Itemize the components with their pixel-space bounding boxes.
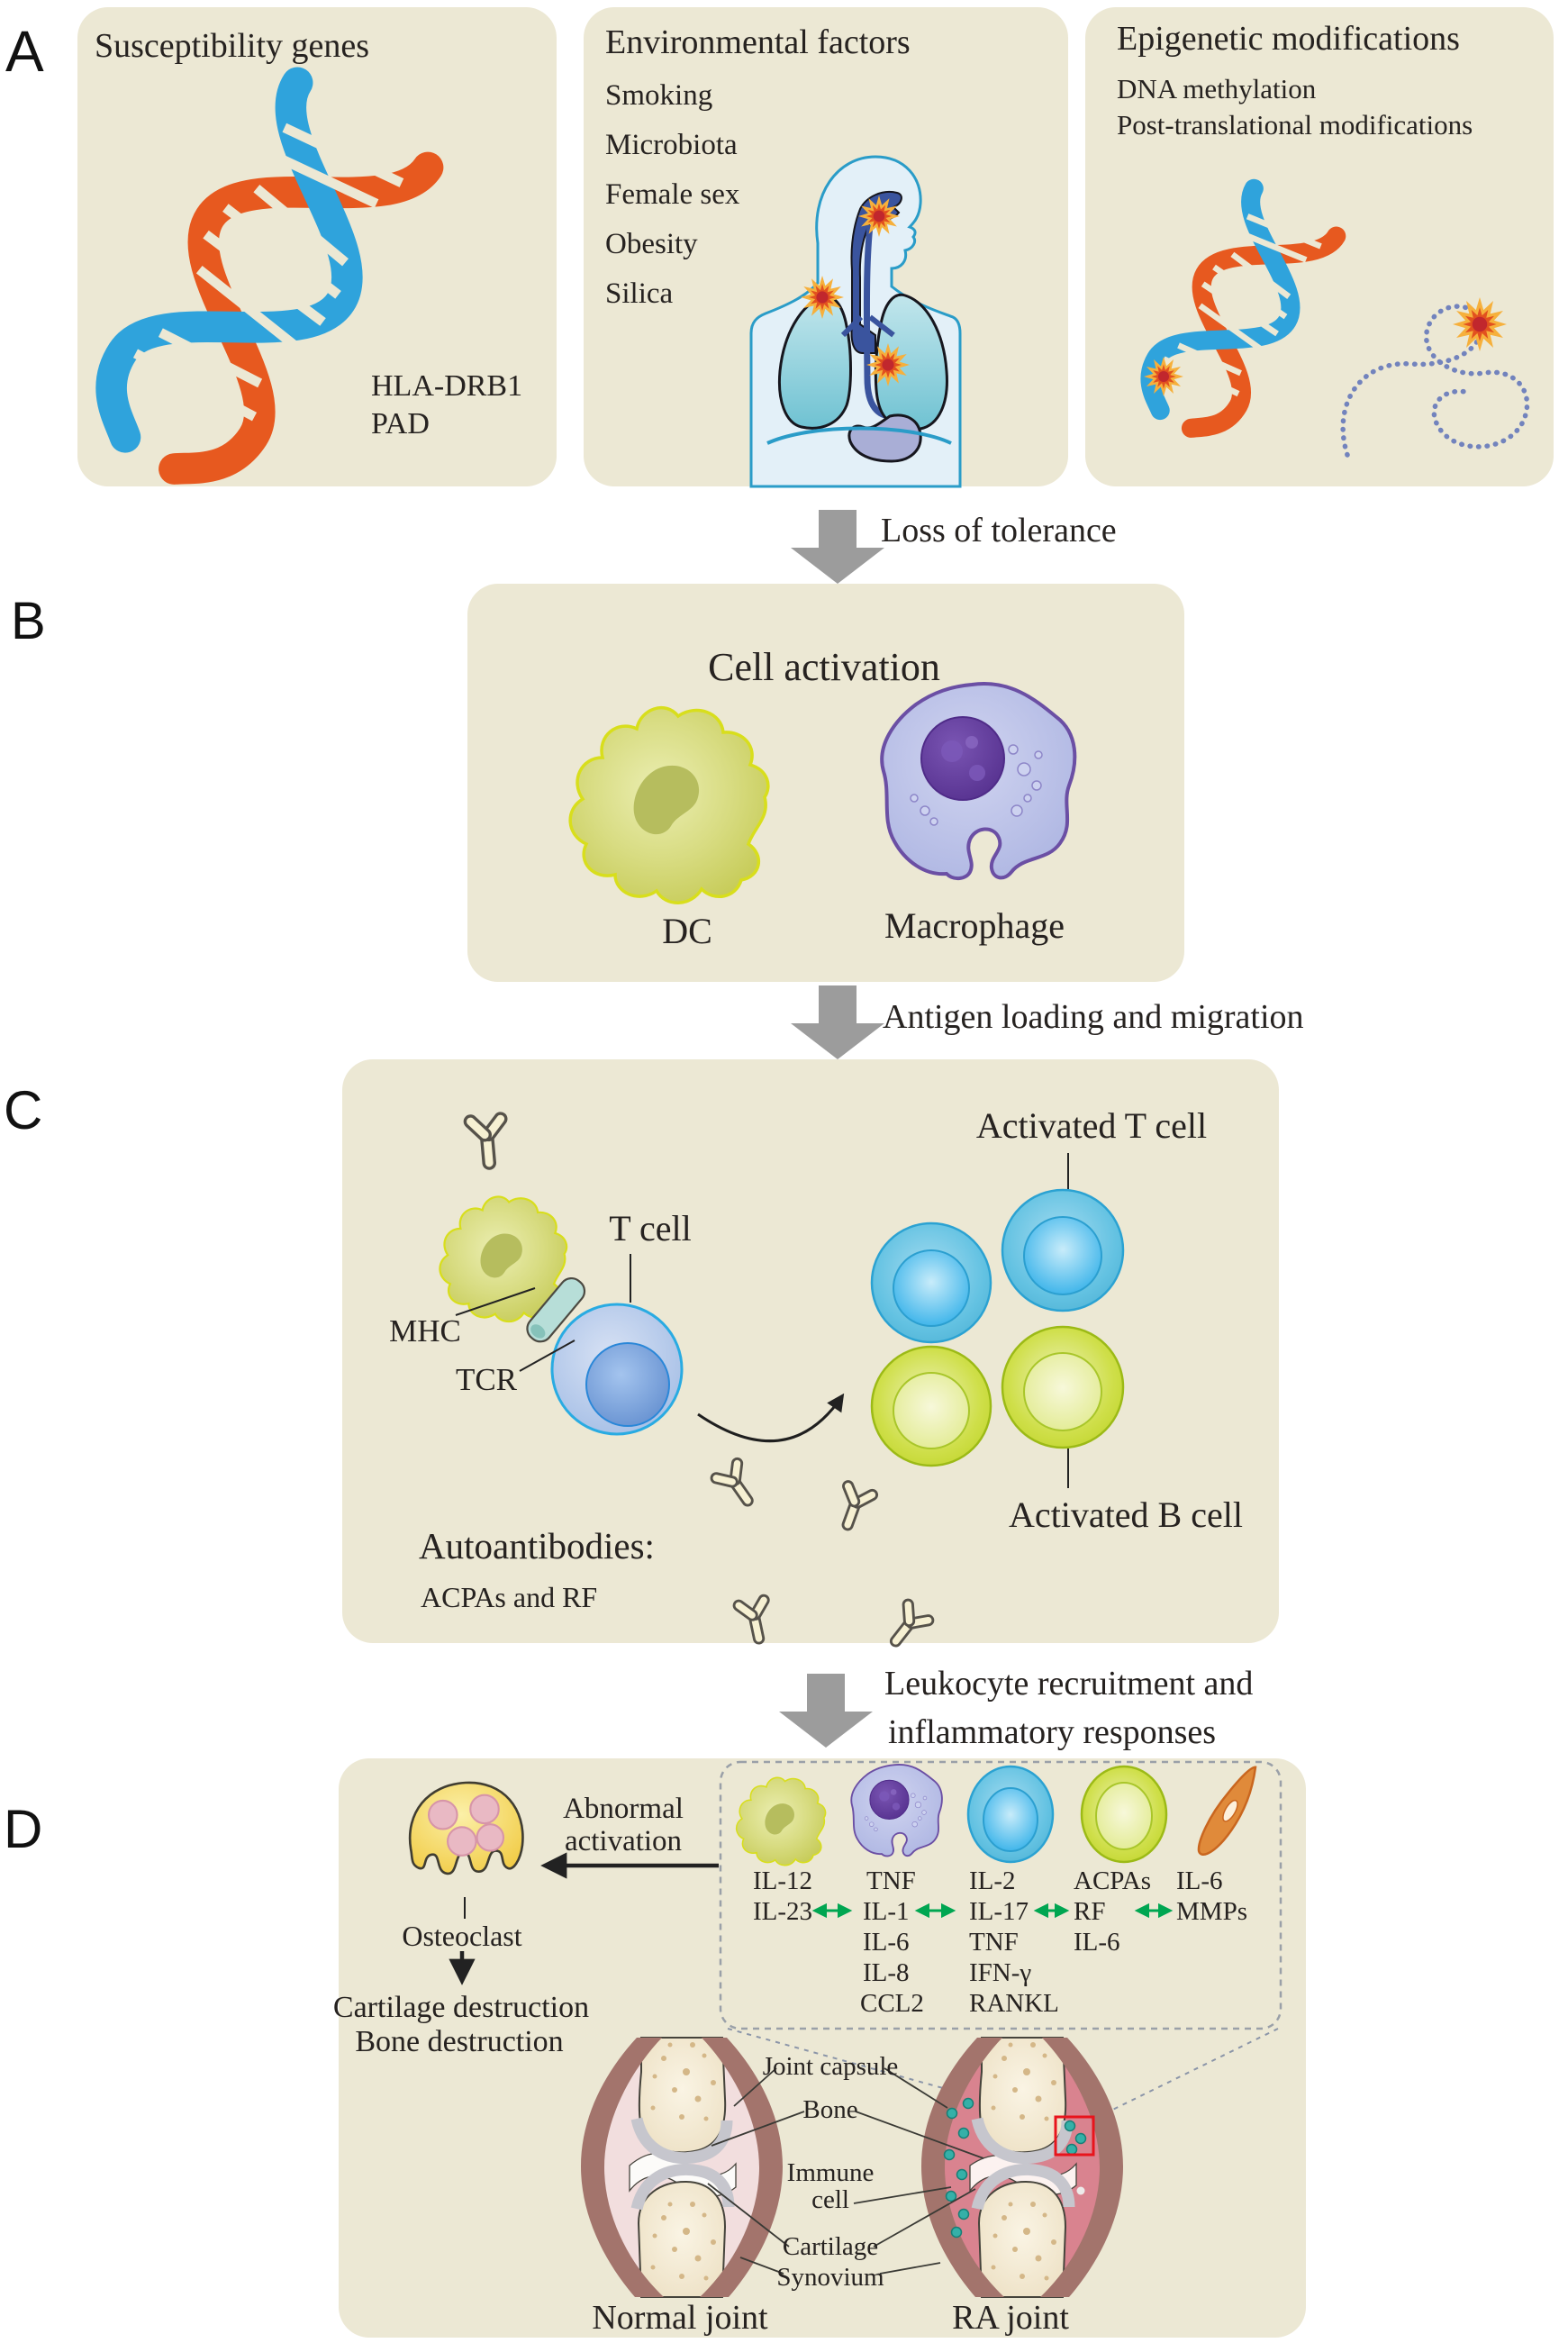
susceptibility-genes-box xyxy=(77,7,557,486)
abnormal-activation-1: Abnormal xyxy=(563,1793,684,1825)
factor-microbiota: Microbiota xyxy=(605,129,738,161)
immune-cell-label-2: cell xyxy=(811,2185,849,2214)
immune-cell-label-1: Immune xyxy=(786,2158,875,2187)
cytokine: IFN-γ xyxy=(969,1958,1032,1987)
activated-b-label: Activated B cell xyxy=(1009,1494,1243,1535)
antigen-loading-label: Antigen loading and migration xyxy=(883,998,1304,1036)
panel-a-label: A xyxy=(5,19,44,84)
epigenetic-item-2: Post-translational modifications xyxy=(1117,109,1473,141)
epigenetic-item-1: DNA methylation xyxy=(1117,73,1317,104)
down-arrow-icon xyxy=(791,985,884,1059)
abnormal-activation-2: activation xyxy=(564,1825,683,1857)
cartilage-label: Cartilage xyxy=(782,2232,879,2261)
gene-hla: HLA-DRB1 xyxy=(371,369,523,403)
autoantibodies-title: Autoantibodies: xyxy=(419,1525,655,1567)
down-arrow-icon xyxy=(791,510,884,584)
cytokine: IL-6 xyxy=(1074,1928,1120,1957)
autoantibodies-sub: ACPAs and RF xyxy=(421,1581,598,1613)
panel-c-label: C xyxy=(4,1080,43,1140)
cytokine: TNF xyxy=(866,1866,916,1895)
cytokine: IL-8 xyxy=(863,1958,910,1987)
cytokine: MMPs xyxy=(1176,1897,1247,1926)
environmental-title: Environmental factors xyxy=(605,23,911,61)
cytokine: IL-23 xyxy=(753,1897,813,1926)
tcr-label: TCR xyxy=(455,1362,518,1397)
cytokine: ACPAs xyxy=(1074,1866,1151,1895)
gene-pad: PAD xyxy=(371,407,430,440)
cytokine: TNF xyxy=(969,1928,1019,1957)
factor-smoking: Smoking xyxy=(605,79,713,112)
down-arrow-icon xyxy=(779,1674,873,1748)
factor-female-sex: Female sex xyxy=(605,178,740,211)
leukocyte-label-1: Leukocyte recruitment and xyxy=(884,1665,1254,1703)
cytokine: IL-12 xyxy=(753,1866,813,1895)
osteoclast-label: Osteoclast xyxy=(402,1920,522,1952)
cytokine: CCL2 xyxy=(860,1989,924,2018)
cell-activation-title: Cell activation xyxy=(708,645,940,689)
susceptibility-title: Susceptibility genes xyxy=(95,27,370,65)
bone-destruction-label: Bone destruction xyxy=(355,2025,564,2058)
dc-label: DC xyxy=(662,911,712,951)
leukocyte-label-2: inflammatory responses xyxy=(888,1713,1217,1751)
cytokine: RF xyxy=(1074,1897,1106,1926)
cartilage-destruction-label: Cartilage destruction xyxy=(332,1991,590,2024)
activated-t-label: Activated T cell xyxy=(975,1105,1208,1146)
factor-silica: Silica xyxy=(605,277,674,310)
panel-d-label: D xyxy=(4,1799,43,1859)
joint-capsule-label: Joint capsule xyxy=(762,2052,899,2081)
normal-joint-caption: Normal joint xyxy=(592,2299,768,2337)
cell-activation-box xyxy=(467,584,1184,982)
loss-of-tolerance-label: Loss of tolerance xyxy=(881,512,1117,549)
factor-obesity: Obesity xyxy=(605,228,698,260)
bone-label: Bone xyxy=(802,2095,858,2124)
cytokine: IL-2 xyxy=(969,1866,1016,1895)
cytokine: IL-6 xyxy=(863,1928,910,1957)
ra-joint-caption: RA joint xyxy=(952,2299,1069,2337)
epigenetic-title: Epigenetic modifications xyxy=(1117,20,1460,58)
mhc-label: MHC xyxy=(389,1313,461,1349)
cytokine: IL-17 xyxy=(969,1897,1029,1926)
t-cell-label: T cell xyxy=(609,1208,692,1249)
cytokine: RANKL xyxy=(969,1989,1059,2018)
synovium-label: Synovium xyxy=(776,2263,884,2292)
cytokine: IL-6 xyxy=(1176,1866,1223,1895)
cytokine: IL-1 xyxy=(863,1897,910,1926)
macrophage-label: Macrophage xyxy=(884,905,1065,946)
panel-b-label: B xyxy=(11,592,46,650)
